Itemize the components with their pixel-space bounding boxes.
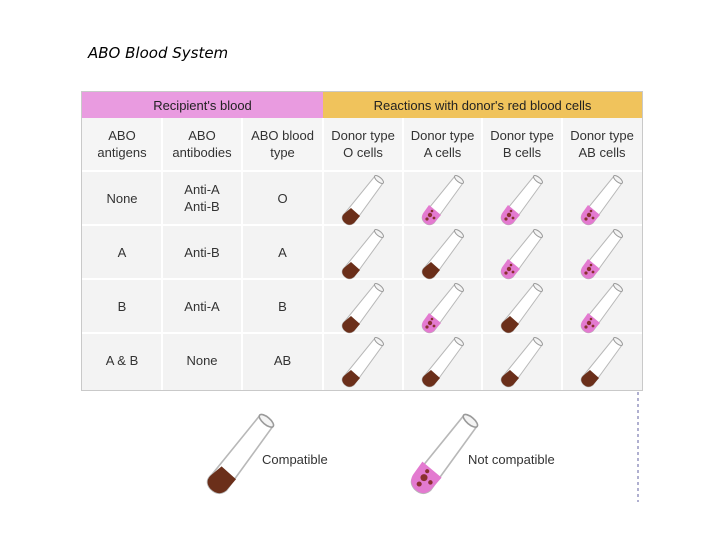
row-antigens: None [106,190,138,206]
agglutinated-tube-icon [574,172,634,226]
compatible-tube-icon [415,334,475,388]
row-antigens: A [117,244,127,260]
compatible-tube-icon [494,334,554,388]
row-antigens: A & B [105,352,139,368]
compatible-tube-icon [335,280,395,334]
agglutinated-tube-icon [494,172,554,226]
compatible-tube-icon [415,226,475,280]
donor-reactions-header: Reactions with donor's red blood cells [323,92,642,118]
decorative-dotted-line [637,392,639,502]
compatible-tube-icon [335,172,395,226]
row-antigens: B [117,298,127,314]
compatible-tube-icon [494,280,554,334]
row-antibodies: None [186,352,218,368]
compatible-tube-icon [335,226,395,280]
abo-compatibility-table: Recipient's blood Reactions with donor's… [81,91,643,391]
slide-title: ABO Blood System [88,44,229,62]
agglutinated-tube-icon [494,226,554,280]
row-antibodies: Anti-B [184,244,220,260]
compatible-tube-icon [335,334,395,388]
agglutinated-tube-icon [574,226,634,280]
legend-compatible-tube [196,400,292,504]
legend-compatible-label: Compatible [262,452,328,467]
legend-not-compatible-tube [400,400,496,504]
row-blood-type: B [278,298,287,314]
agglutinated-tube-icon [415,280,475,334]
row-blood-type: A [278,244,287,260]
legend-not-compatible-label: Not compatible [468,452,555,467]
row-antibodies: Anti-A [184,298,220,314]
recipient-blood-header: Recipient's blood [82,92,323,118]
compatible-tube-icon [574,334,634,388]
row-blood-type: O [277,190,288,206]
agglutinated-tube-icon [574,280,634,334]
agglutinated-tube-icon [415,172,475,226]
row-blood-type: AB [273,352,292,368]
